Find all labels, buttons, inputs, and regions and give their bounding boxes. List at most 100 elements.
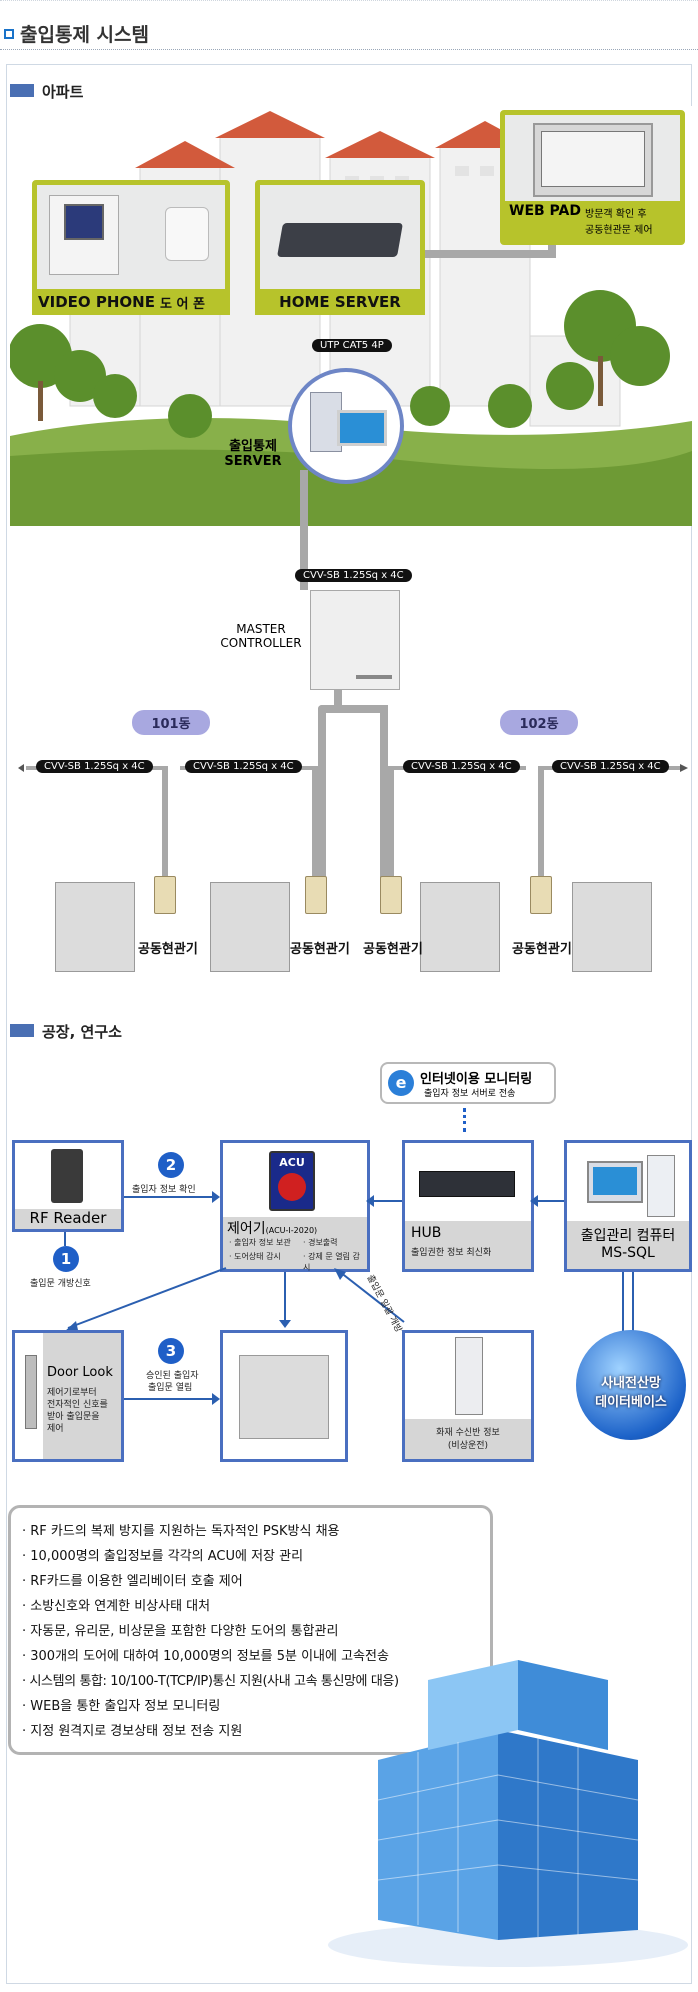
hub-sub: 출입권한 정보 최신화 (411, 1248, 492, 1258)
door-lock-desc-2: 전자적인 신호를 (47, 1400, 108, 1410)
internet-explorer-icon: e (388, 1070, 414, 1096)
web-pad-device (533, 123, 653, 197)
arrow-doorlock-door (124, 1398, 216, 1400)
door-4 (572, 882, 652, 972)
entrance-unit-3: 공동현관기 (363, 942, 423, 957)
web-pad-box: WEB PAD 방문객 확인 후 공동현관문 제어 (500, 110, 685, 245)
no-entry-icon (278, 1173, 306, 1201)
step1-badge: 1 (53, 1246, 79, 1272)
cvv-main-label: CVV-SB 1.25Sq x 4C (295, 569, 412, 582)
building-101-label: 101동 (132, 710, 210, 735)
cable-top (318, 705, 388, 713)
feature-text-4: 소방신호와 연계한 비상사태 대처 (30, 1599, 211, 1614)
fire-panel-info: 화재 수신반 정보 (비상운전) (405, 1419, 531, 1459)
pc-box: 출입관리 컴퓨터 MS-SQL (564, 1140, 692, 1272)
feature-text-1: RF 카드의 복제 방지를 지원하는 독자적인 PSK방식 채용 (30, 1524, 340, 1539)
controller-title: 제어기(ACU-I-2020) (227, 1218, 317, 1238)
pc-monitor-icon (587, 1161, 643, 1203)
door-phone-label: 도 어 폰 (160, 297, 205, 312)
door-phone-device (165, 207, 209, 261)
hub-info: HUB 출입권한 정보 최신화 (405, 1221, 531, 1269)
branch-cable-4-drop (538, 766, 544, 876)
section-bullet-icon-2 (10, 1024, 34, 1037)
db-line1: 사내전산망 (601, 1376, 661, 1391)
controller-item-2: · 경보출력 (303, 1238, 338, 1247)
rf-reader-label: RF Reader (15, 1209, 121, 1229)
hub-box: HUB 출입권한 정보 최신화 (402, 1140, 534, 1272)
entrance-unit-2: 공동현관기 (290, 942, 350, 957)
access-server-line2: SERVER (224, 454, 282, 469)
internet-monitoring-sub: 출입자 정보 서버로 전송 (424, 1089, 516, 1099)
page-title: 출입통제 시스템 (20, 24, 149, 46)
branch-cable-label-3: CVV-SB 1.25Sq x 4C (403, 760, 520, 773)
door-3 (420, 882, 500, 972)
pc-info: 출입관리 컴퓨터 MS-SQL (567, 1221, 689, 1269)
web-pad-desc2: 공동현관문 제어 (585, 225, 653, 236)
section-bullet-icon (10, 84, 34, 97)
arrow-controller-hub (370, 1200, 402, 1202)
feature-item: · 지정 원격지로 경보상태 정보 전송 지원 (22, 1724, 243, 1739)
video-phone-label-bar: VIDEO PHONE 도 어 폰 (32, 289, 230, 315)
rf-reader-box: RF Reader (12, 1140, 124, 1232)
controller-model: (ACU-I-2020) (265, 1226, 318, 1235)
door-lock-device (25, 1355, 37, 1429)
door-lock-desc-1: 제어기로부터 (47, 1388, 97, 1398)
office-building-illustration (328, 1660, 688, 1967)
access-server-line1: 출입통제 (229, 439, 277, 454)
features-list: · RF 카드의 복제 방지를 지원하는 독자적인 PSK방식 채용 · 10,… (22, 1520, 492, 1745)
feature-text-2: 10,000명의 출입정보를 각각의 ACU에 저장 관리 (30, 1549, 304, 1564)
video-phone-box: VIDEO PHONE 도 어 폰 (32, 180, 230, 315)
arrow-hub-pc (534, 1200, 564, 1202)
door-lock-desc-4: 제어 (47, 1424, 64, 1434)
feature-item: · 시스템의 통합: 10/100-T(TCP/IP)통신 지원(사내 고속 통… (22, 1674, 399, 1689)
feature-text-9: 지정 원격지로 경보상태 정보 전송 지원 (30, 1724, 243, 1739)
branch-cable-1-drop (162, 766, 168, 876)
branch-cable-3-drop (388, 766, 394, 876)
branch-cable-label-4: CVV-SB 1.25Sq x 4C (552, 760, 669, 773)
access-server-label: 출입통제 SERVER (218, 435, 288, 469)
arrow-controller-door (284, 1272, 286, 1324)
step3-badge: 3 (158, 1338, 184, 1364)
master-controller-line1: MASTER (236, 622, 286, 636)
arrow-pc-db-1 (622, 1272, 624, 1334)
controller-plate (356, 675, 392, 679)
acu-badge: ACU (279, 1156, 305, 1169)
features-box (8, 1505, 493, 1755)
feature-text-8: WEB을 통한 출입자 정보 모니터링 (30, 1699, 221, 1714)
arrow-head-icon (212, 1191, 220, 1203)
feature-item: · 소방신호와 연계한 비상사태 대처 (22, 1599, 211, 1614)
factory-heading: 공장, 연구소 (42, 1023, 122, 1041)
fire-panel-box: 화재 수신반 정보 (비상운전) (402, 1330, 534, 1462)
door-2 (210, 882, 290, 972)
apartment-heading: 아파트 (42, 83, 84, 101)
arrow-head-left-icon-2 (530, 1195, 538, 1207)
branch-cable-2-drop (312, 766, 318, 876)
db-label: 사내전산망 데이터베이스 (578, 1372, 684, 1410)
master-controller-label: MASTER CONTROLLER (216, 622, 306, 650)
arrow-controller-doorlock (64, 1267, 227, 1332)
controller-info: 제어기(ACU-I-2020) · 출입자 정보 보관 · 경보출력 · 도어상… (223, 1217, 367, 1272)
building-102-label: 102동 (500, 710, 578, 735)
controller-item-3: · 도어상태 감시 (229, 1252, 281, 1261)
cable-horizontal (405, 250, 555, 258)
master-controller-line2: CONTROLLER (220, 636, 302, 650)
step2-badge: 2 (158, 1152, 184, 1178)
cable-server-controller (300, 470, 308, 590)
keypad-2 (305, 876, 327, 914)
home-server-device (277, 223, 403, 257)
hub-title: HUB (411, 1225, 442, 1241)
branch-cable-label-2: CVV-SB 1.25Sq x 4C (185, 760, 302, 773)
content-frame (6, 64, 692, 1984)
step3-label2: 출입문 열림 (148, 1383, 193, 1393)
controller-title-text: 제어기 (227, 1221, 266, 1237)
feature-item: · RF카드를 이용한 엘리베이터 호출 제어 (22, 1574, 243, 1589)
entrance-unit-1: 공동현관기 (138, 942, 198, 957)
arrow-left-icon (18, 764, 24, 772)
arrow-rf-to-controller (124, 1196, 216, 1198)
monitor-icon (337, 410, 387, 446)
step2-label: 출입자 정보 확인 (132, 1185, 196, 1195)
web-pad-label: WEB PAD (509, 203, 581, 219)
home-server-label: HOME SERVER (255, 289, 425, 315)
web-pad-label-bar: WEB PAD 방문객 확인 후 공동현관문 제어 (505, 201, 680, 241)
feature-text-7: 시스템의 통합: 10/100-T(TCP/IP)통신 지원(사내 고속 통신망… (29, 1674, 399, 1689)
